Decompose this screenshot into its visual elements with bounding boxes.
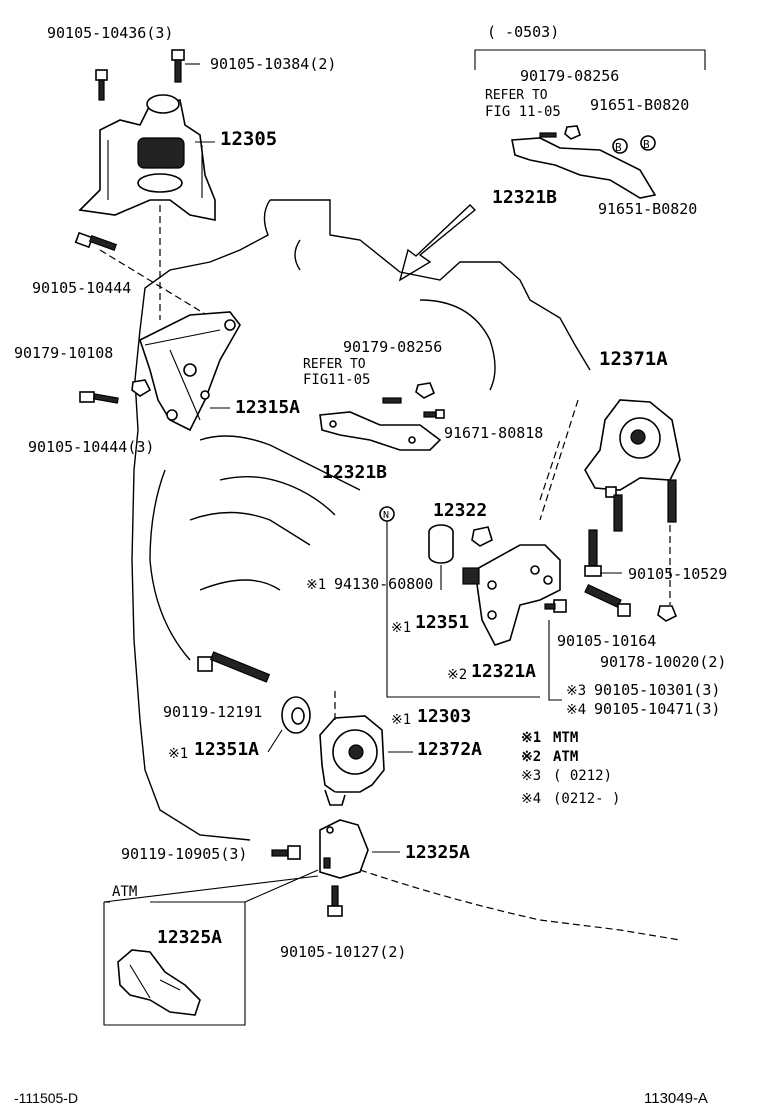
label-12371A: 12371A <box>599 348 668 370</box>
fig-11-05-mid: FIG11-05 <box>303 372 370 388</box>
cushion-12351-icon <box>428 524 454 590</box>
legend-key-3: ※3 <box>521 768 541 784</box>
nut-90179-08256-mid-icon <box>415 382 436 399</box>
bracket-12321B-mid-shape <box>319 411 442 451</box>
label-90179-08256-top: 90179-08256 <box>520 67 619 85</box>
n-mark: N <box>383 510 389 521</box>
refer-to-top: REFER TO <box>485 88 548 103</box>
label-90105-10127: 90105-10127(2) <box>280 943 406 961</box>
guide-10444 <box>99 249 216 321</box>
b-mark-2: B <box>643 138 650 151</box>
legend-value-2: ATM <box>553 749 578 765</box>
bolt-90105-10164-icon <box>584 583 631 617</box>
leader-10301 <box>548 620 562 701</box>
label-90105-10444-3: 90105-10444(3) <box>28 438 154 456</box>
part-labels: 90105-10436(3) 90105-10384(2) 12305 9010… <box>14 23 727 961</box>
engine-outline <box>131 199 681 941</box>
label-12315A: 12315A <box>235 397 300 418</box>
direction-arrow-icon <box>398 204 477 282</box>
bracket-12315A-shape <box>139 311 241 432</box>
label-12351: 12351 <box>415 612 469 633</box>
b-mark-1: B <box>615 141 622 154</box>
nut-90179-10108-icon <box>131 379 152 397</box>
label-90179-10108: 90179-10108 <box>14 344 113 362</box>
inset-0503-frame <box>474 49 706 70</box>
mark-2-12321A: ※2 <box>447 667 467 683</box>
bolt-90105-10436-icon <box>95 69 108 101</box>
label-inset-range: ( -0503) <box>487 23 559 41</box>
bolt-90105-10529-icon <box>584 529 602 577</box>
label-12372A: 12372A <box>417 739 482 760</box>
label-90105-10529: 90105-10529 <box>628 565 727 583</box>
cushion-12351A-icon <box>281 696 311 734</box>
footer-left-code: -111505-D <box>14 1090 78 1106</box>
label-90105-10444: 90105-10444 <box>32 279 131 297</box>
bracket-12321A-shape <box>462 544 561 646</box>
label-12325A: 12325A <box>405 842 470 863</box>
legend: ※1 MTM ※2 ATM ※3 ( 0212) ※4 (0212- ) <box>521 730 620 807</box>
bracket-12325A-shape <box>319 819 369 879</box>
mark-1-12351A: ※1 <box>168 746 188 762</box>
mount-12305-shape <box>78 94 216 221</box>
mark-1-12303: ※1 <box>391 712 411 728</box>
bolt-90105-10444-3-icon <box>79 391 119 404</box>
nut-90178-10020-icon <box>657 605 678 622</box>
label-90119-12191: 90119-12191 <box>163 703 262 721</box>
mark-4: ※4 <box>566 702 586 718</box>
label-90105-10164: 90105-10164 <box>557 632 656 650</box>
label-12321B-mid: 12321B <box>322 462 387 483</box>
mount-12371A-shape <box>584 399 681 532</box>
atm-box-title: ATM <box>112 884 137 900</box>
label-90178-10020: 90178-10020(2) <box>600 653 726 671</box>
fig-11-05-top: FIG 11-05 <box>485 104 561 120</box>
label-12351A: 12351A <box>194 739 259 760</box>
label-91671-80818: 91671-80818 <box>444 424 543 442</box>
bracket-12321B-top-shape <box>511 135 657 199</box>
bolt-90119-10905-icon <box>271 845 301 860</box>
legend-key-4: ※4 <box>521 791 541 807</box>
mark-1-94130: ※1 <box>306 577 326 593</box>
nut-12322-icon <box>471 526 493 547</box>
bolt-90105-10127-icon <box>327 885 343 917</box>
nut-90179-08256-top-icon <box>564 125 581 140</box>
legend-value-1: MTM <box>553 730 578 746</box>
bolt-90119-12191-icon <box>197 651 271 683</box>
label-91651-B0820-b: 91651-B0820 <box>598 200 697 218</box>
legend-key-2: ※2 <box>521 749 541 765</box>
legend-key-1: ※1 <box>521 730 541 746</box>
label-90105-10436: 90105-10436(3) <box>47 24 173 42</box>
bolt-91671-80818-icon <box>423 409 445 419</box>
label-12321A: 12321A <box>471 661 536 682</box>
label-12325A-atm: 12325A <box>157 927 222 948</box>
mark-3: ※3 <box>566 683 586 699</box>
label-90105-10471: 90105-10471(3) <box>594 700 720 718</box>
atm-inset-box <box>103 869 319 1026</box>
bolt-refer-top-icon <box>539 132 557 138</box>
guide-12371A-left <box>539 399 579 521</box>
label-12322: 12322 <box>433 500 487 521</box>
label-12303: 12303 <box>417 706 471 727</box>
bolt-refer-mid-icon <box>382 397 402 404</box>
label-90119-10905: 90119-10905(3) <box>121 845 247 863</box>
label-94130-60800: 94130-60800 <box>334 575 433 593</box>
bolt-90105-10301-icon <box>544 599 567 613</box>
leader-12351A <box>267 729 283 753</box>
label-91651-B0820-a: 91651-B0820 <box>590 96 689 114</box>
label-90105-10301: 90105-10301(3) <box>594 681 720 699</box>
bolt-90105-10384-icon <box>171 49 185 83</box>
mark-1-12351: ※1 <box>391 620 411 636</box>
footer-right-code: 113049-A <box>644 1090 708 1107</box>
label-12321B-top: 12321B <box>492 187 557 208</box>
legend-value-4: (0212- ) <box>553 791 620 807</box>
bolt-90105-10444-icon <box>74 231 118 252</box>
refer-to-mid: REFER TO <box>303 357 366 372</box>
legend-value-3: ( 0212) <box>553 768 612 784</box>
bracket-line-94130 <box>386 521 540 698</box>
label-90179-08256-mid: 90179-08256 <box>343 338 442 356</box>
label-12305: 12305 <box>220 128 277 150</box>
mount-12372A-shape <box>319 715 385 806</box>
label-90105-10384: 90105-10384(2) <box>210 55 336 73</box>
